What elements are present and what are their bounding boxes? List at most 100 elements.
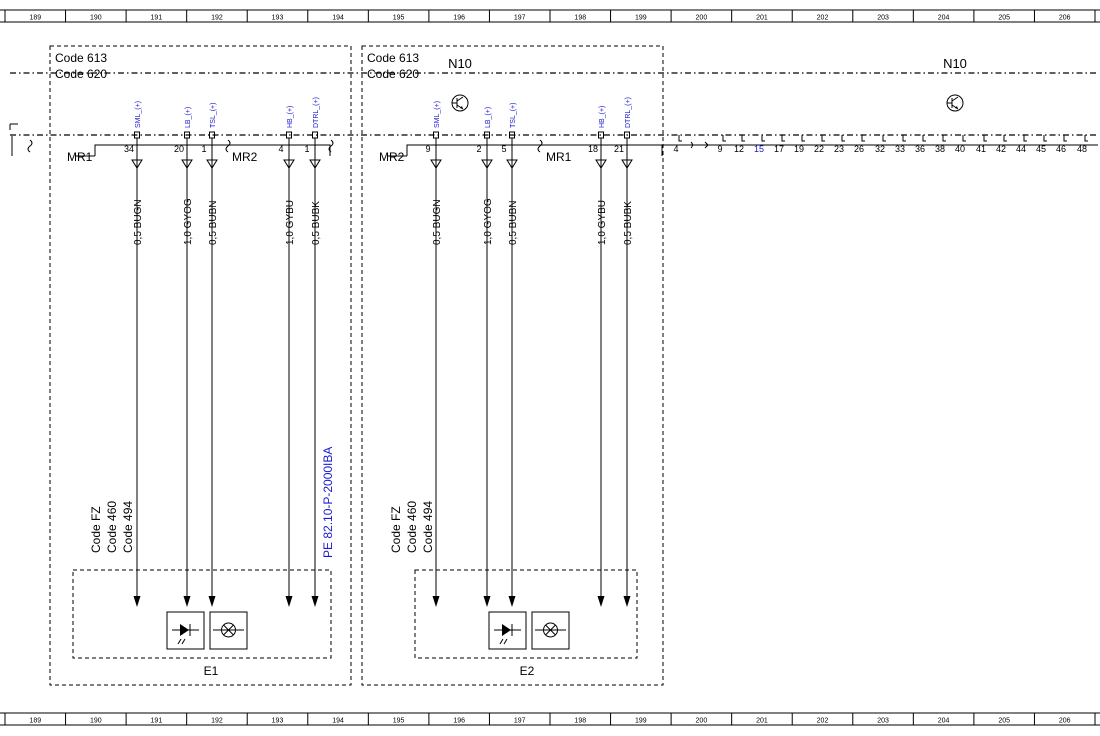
lamp-icon xyxy=(209,611,248,650)
top-ruler-number: 201 xyxy=(756,15,768,22)
wire-color-label: 0,5 BUGN xyxy=(432,199,443,245)
wire-color-label: 1,0 GYBU xyxy=(597,200,608,245)
component-box xyxy=(72,569,332,659)
connector-pin-icon xyxy=(741,135,745,142)
signal-label: LB_(+) xyxy=(185,107,192,128)
n10-pin-number: 17 xyxy=(774,144,784,154)
code-label: Code 613 xyxy=(367,51,419,65)
bottom-ruler-number: 195 xyxy=(393,718,405,725)
connector-pin-icon xyxy=(821,135,825,142)
reference-link[interactable]: PE 82.10-P-2000IBA xyxy=(321,447,335,558)
top-ruler-number: 198 xyxy=(574,15,586,22)
connector-pin-icon xyxy=(1003,135,1007,142)
top-ruler-number: 195 xyxy=(393,15,405,22)
top-ruler-number: 193 xyxy=(272,15,284,22)
bottom-ruler-number: 203 xyxy=(877,718,889,725)
code-label: Code 613 xyxy=(55,51,107,65)
code-label: Code 620 xyxy=(367,67,419,81)
bottom-ruler-number: 191 xyxy=(151,718,163,725)
n10-pin-number: 15 xyxy=(754,144,764,154)
wire-color-label: 1,0 GYOG xyxy=(183,198,194,245)
wire-color-label: 0,5 BUGN xyxy=(133,199,144,245)
pin-number: 34 xyxy=(124,144,134,154)
wire-break-icon xyxy=(690,141,709,149)
component-label: E2 xyxy=(520,664,535,678)
wire-break-icon xyxy=(537,139,543,153)
pin-wire: DTRL_(+) 21 0,5 BUBK xyxy=(614,97,634,607)
n10-pin-number: 4 xyxy=(673,144,678,154)
top-ruler-number: 196 xyxy=(453,15,465,22)
bottom-ruler-number: 206 xyxy=(1059,718,1071,725)
top-ruler-number: 192 xyxy=(211,15,223,22)
pin-wire: SML_(+)90,5 BUGN xyxy=(425,101,443,607)
pin-number: 2 xyxy=(476,144,481,154)
option-code-label: Code 494 xyxy=(121,501,135,553)
bottom-ruler-number: 197 xyxy=(514,718,526,725)
signal-label: HB_(+) xyxy=(287,106,294,128)
bottom-ruler-number: 192 xyxy=(211,718,223,725)
bottom-ruler-number: 190 xyxy=(90,718,102,725)
wire-color-label: 0,5 BUBK xyxy=(311,201,322,245)
pin-number: 1 xyxy=(304,144,309,154)
pin-number: 4 xyxy=(278,144,283,154)
n10-label-right: N10 xyxy=(943,56,967,71)
connector-pin-icon xyxy=(722,135,726,142)
transistor-icon xyxy=(946,94,964,112)
bottom-ruler-number: 189 xyxy=(29,718,41,725)
pin-wire: DTRL_(+)10,5 BUBK xyxy=(304,97,322,607)
wire-color-label: 0,5 BUBK xyxy=(623,201,634,245)
signal-label: TSL_(+) xyxy=(510,103,517,128)
signal-label: DTRL_(+) xyxy=(625,97,632,128)
signal-label: TSL_(+) xyxy=(210,103,217,128)
pin-number: 20 xyxy=(174,144,184,154)
pin-number: 21 xyxy=(614,144,624,154)
option-code-label: Code 460 xyxy=(405,501,419,553)
n10-pin-number: 22 xyxy=(814,144,824,154)
signal-label: SML_(+) xyxy=(434,101,441,128)
option-code-label: Code FZ xyxy=(389,506,403,553)
bottom-ruler-number: 205 xyxy=(998,718,1010,725)
top-ruler-number: 202 xyxy=(817,15,829,22)
bottom-ruler-number: 199 xyxy=(635,718,647,725)
top-ruler-number: 206 xyxy=(1059,15,1071,22)
connector-pin-icon xyxy=(1063,135,1067,142)
option-code-label: Code FZ xyxy=(89,506,103,553)
n10-pin-number: 33 xyxy=(895,144,905,154)
top-ruler-number: 194 xyxy=(332,15,344,22)
bottom-ruler-number: 202 xyxy=(817,718,829,725)
bottom-ruler-number: 196 xyxy=(453,718,465,725)
top-ruler-number: 204 xyxy=(938,15,950,22)
connector-label-left: MR2 xyxy=(379,150,405,164)
connector-pin-icon xyxy=(882,135,886,142)
code-frame-right xyxy=(361,45,664,686)
signal-label: LB_(+) xyxy=(485,107,492,128)
wire-color-label: 1,0 GYBU xyxy=(285,200,296,245)
connector-pin-icon xyxy=(962,135,966,142)
n10-pin-number: 41 xyxy=(976,144,986,154)
connector-pin-icon xyxy=(861,135,865,142)
component-box xyxy=(414,569,638,659)
n10-pin-number: 19 xyxy=(794,144,804,154)
top-ruler-number: 200 xyxy=(696,15,708,22)
bottom-ruler-number: 200 xyxy=(696,718,708,725)
bottom-ruler-number: 201 xyxy=(756,718,768,725)
top-ruler-number: 191 xyxy=(151,15,163,22)
n10-pin-number: 26 xyxy=(854,144,864,154)
top-ruler-number: 189 xyxy=(29,15,41,22)
wire-break-icon xyxy=(225,139,231,153)
n10-pin-number: 45 xyxy=(1036,144,1046,154)
wire-color-label: 1,0 GYOG xyxy=(483,198,494,245)
n10-pin-number: 48 xyxy=(1077,144,1087,154)
led-diode-icon xyxy=(166,611,205,650)
lamp-icon xyxy=(531,611,570,650)
connector-pin-icon xyxy=(841,135,845,142)
signal-label: SML_(+) xyxy=(135,101,142,128)
pin-wire: HB_(+)181,0 GYBU xyxy=(588,106,608,607)
connector-pin-icon xyxy=(781,135,785,142)
top-ruler-number: 199 xyxy=(635,15,647,22)
connector-pin-icon xyxy=(1084,135,1088,142)
pin-wire: LB_(+) 2 1,0 GYOG xyxy=(476,107,494,607)
